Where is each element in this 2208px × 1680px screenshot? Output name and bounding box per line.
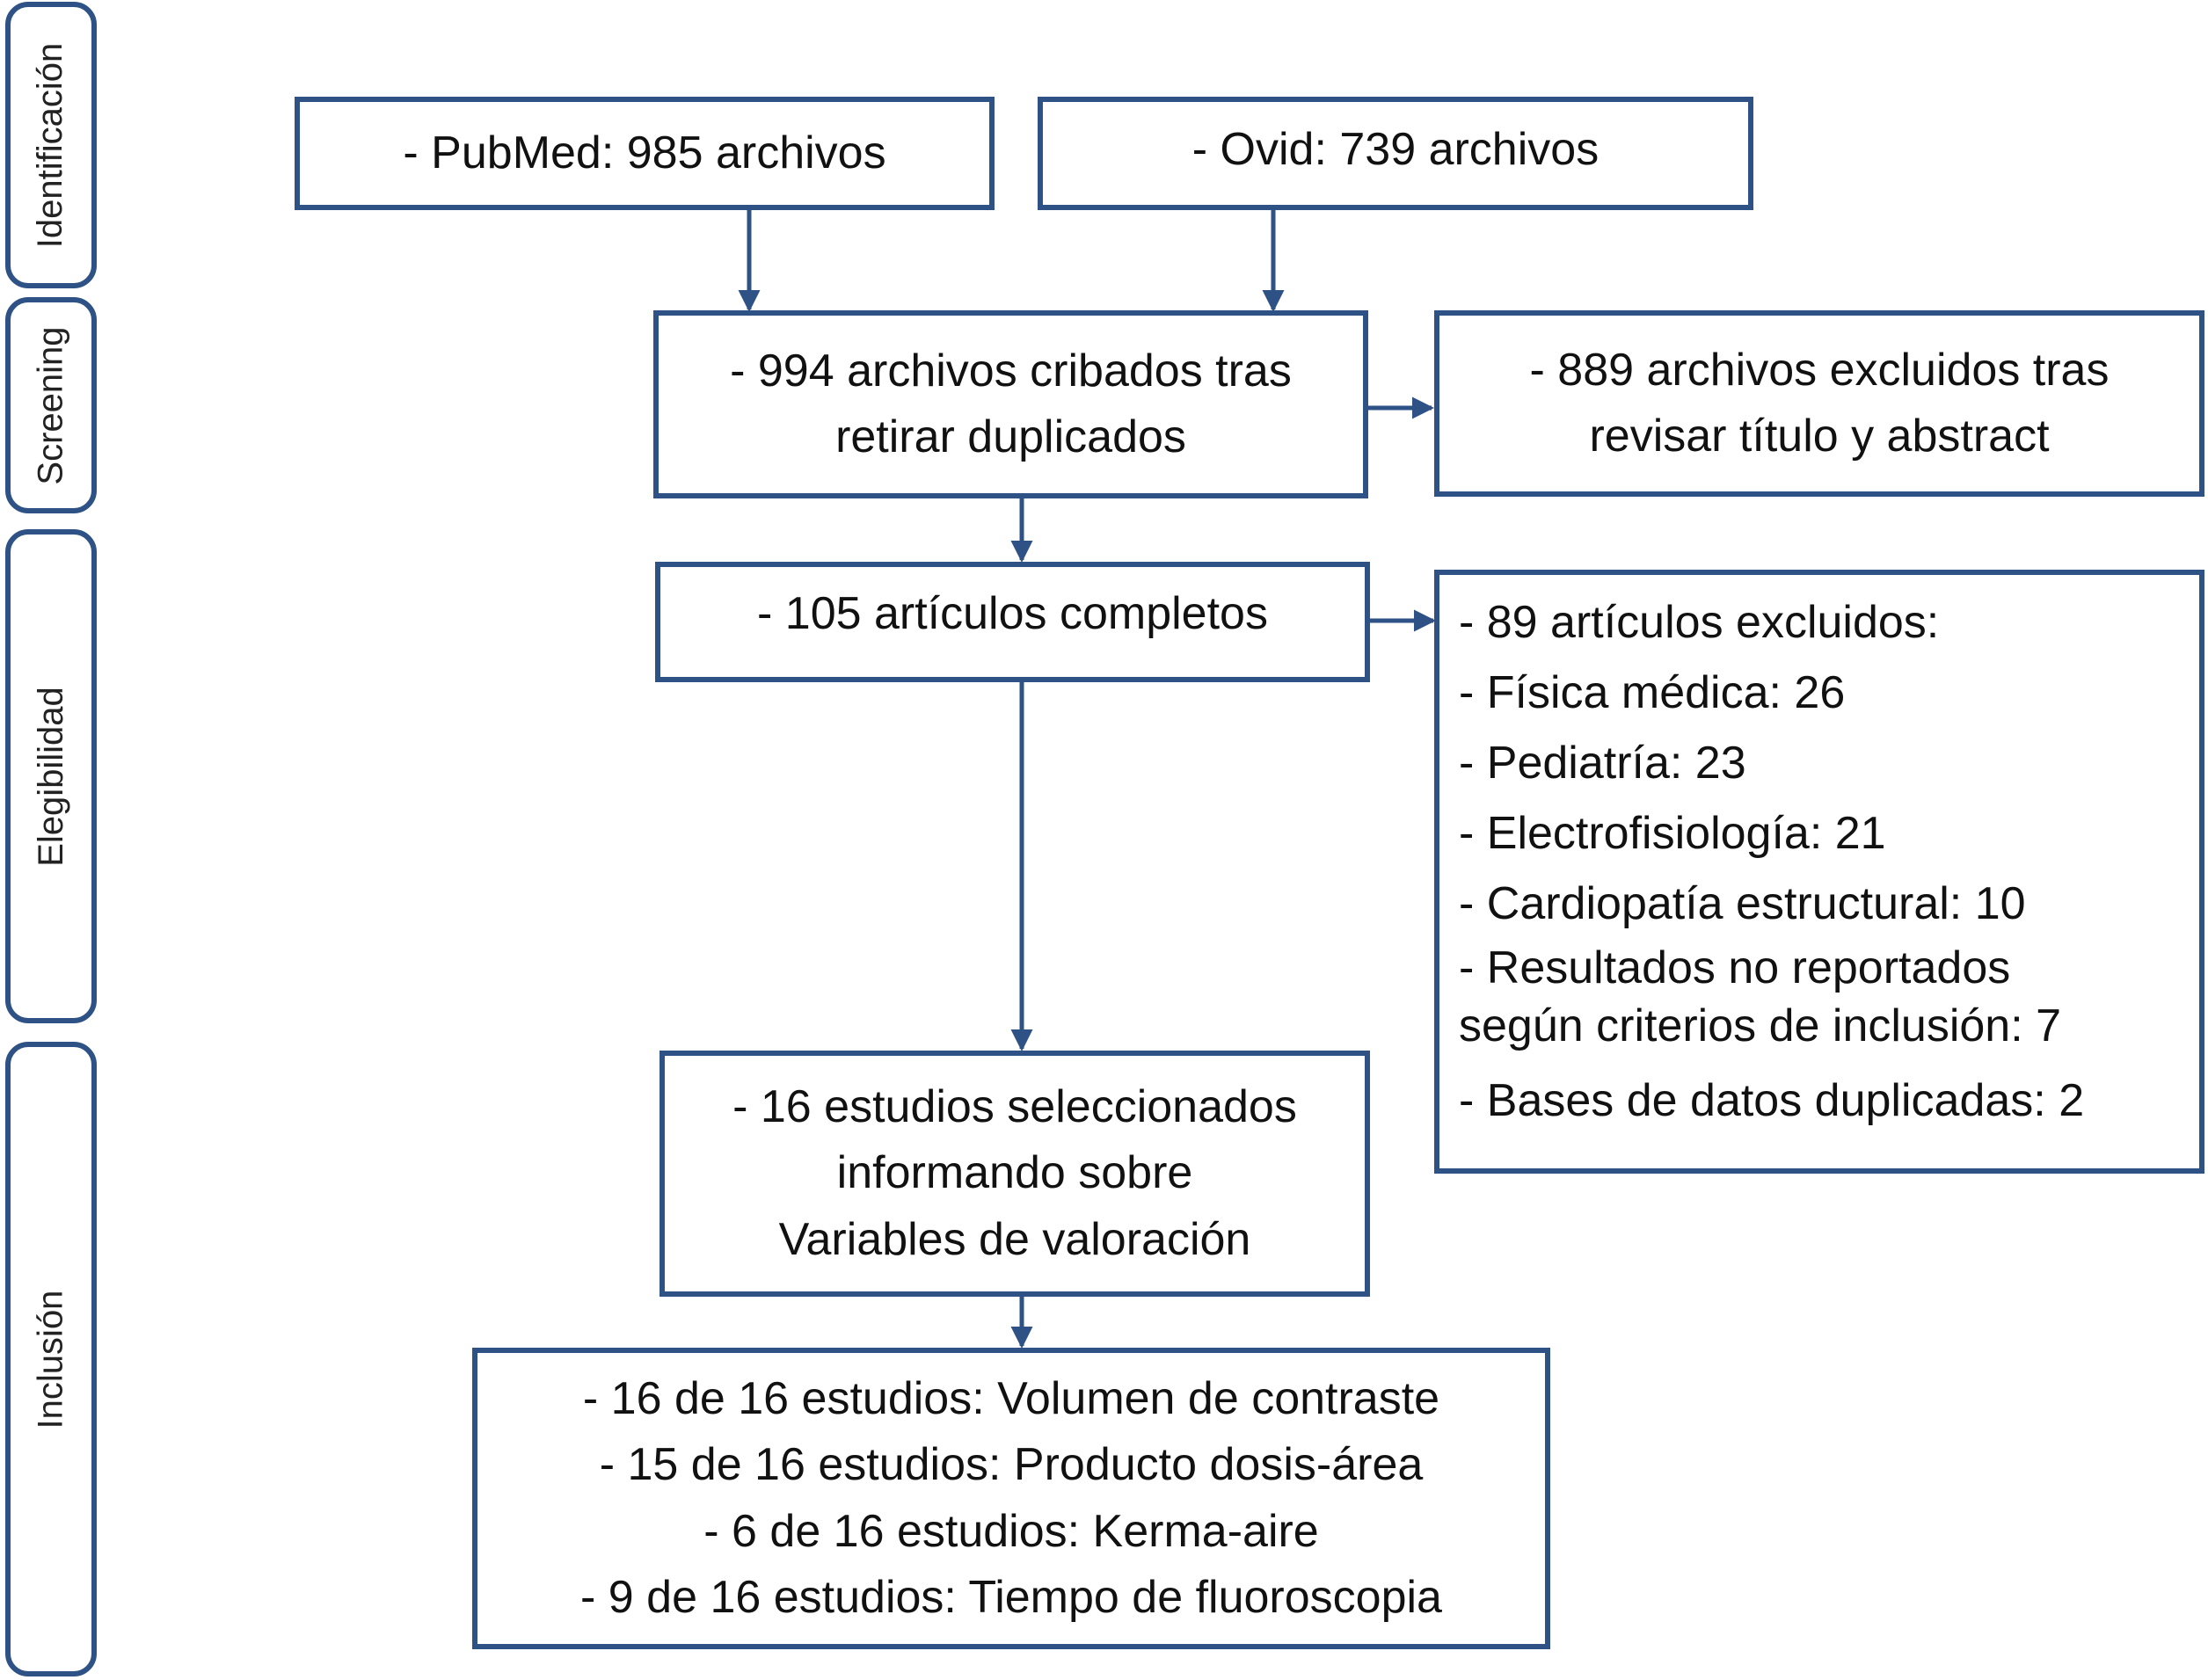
variables-line-3: - 6 de 16 estudios: Kerma-aire bbox=[703, 1505, 1319, 1557]
excluded-articles-line-6: - Resultados no reportados bbox=[1459, 942, 2011, 993]
phase-eligibility: Elegibilidad bbox=[5, 529, 97, 1023]
selected-line-2: informando sobre bbox=[836, 1147, 1193, 1199]
box-excluded-articles: - 89 artículos excluidos: - Física médic… bbox=[1434, 570, 2204, 1174]
phase-inclusion: Inclusión bbox=[5, 1042, 97, 1676]
variables-line-1: - 16 de 16 estudios: Volumen de contrast… bbox=[582, 1372, 1440, 1424]
box-pubmed: - PubMed: 985 archivos bbox=[295, 97, 995, 210]
box-excluded-title-abstract: - 889 archivos excluidos tras revisar tí… bbox=[1434, 310, 2204, 497]
box-ovid: - Ovid: 739 archivos bbox=[1038, 97, 1753, 210]
excluded-title-line-1: - 889 archivos excluidos tras bbox=[1529, 344, 2110, 396]
box-selected-studies: - 16 estudios seleccionados informando s… bbox=[659, 1051, 1370, 1297]
pubmed-line: - PubMed: 985 archivos bbox=[403, 127, 886, 178]
screened-line-2: retirar duplicados bbox=[835, 411, 1186, 462]
full-text-line: - 105 artículos completos bbox=[757, 587, 1268, 639]
screened-line-1: - 994 archivos cribados tras bbox=[730, 345, 1292, 396]
excluded-articles-line-3: - Pediatría: 23 bbox=[1459, 738, 1746, 789]
box-full-text: - 105 artículos completos bbox=[655, 562, 1370, 682]
selected-line-1: - 16 estudios seleccionados bbox=[732, 1080, 1297, 1132]
ovid-line: - Ovid: 739 archivos bbox=[1191, 123, 1600, 175]
phase-screening: Screening bbox=[5, 297, 97, 513]
excluded-articles-line-4: - Electrofisiología: 21 bbox=[1459, 808, 1886, 859]
excluded-articles-line-5: - Cardiopatía estructural: 10 bbox=[1459, 878, 2026, 929]
excluded-articles-line-2: - Física médica: 26 bbox=[1459, 667, 1846, 718]
phase-identification: Identificación bbox=[5, 2, 97, 288]
excluded-articles-line-7: según criterios de inclusión: 7 bbox=[1459, 1000, 2062, 1051]
variables-line-2: - 15 de 16 estudios: Producto dosis-área bbox=[599, 1439, 1424, 1491]
excluded-title-line-2: revisar título y abstract bbox=[1589, 411, 2050, 462]
selected-line-3: Variables de valoración bbox=[778, 1213, 1251, 1265]
box-screened: - 994 archivos cribados tras retirar dup… bbox=[653, 310, 1368, 498]
excluded-articles-line-8: - Bases de datos duplicadas: 2 bbox=[1459, 1075, 2085, 1126]
variables-line-4: - 9 de 16 estudios: Tiempo de fluoroscop… bbox=[580, 1571, 1442, 1623]
box-outcome-variables: - 16 de 16 estudios: Volumen de contrast… bbox=[472, 1348, 1550, 1649]
excluded-articles-line-1: - 89 artículos excluidos: bbox=[1459, 597, 1940, 648]
